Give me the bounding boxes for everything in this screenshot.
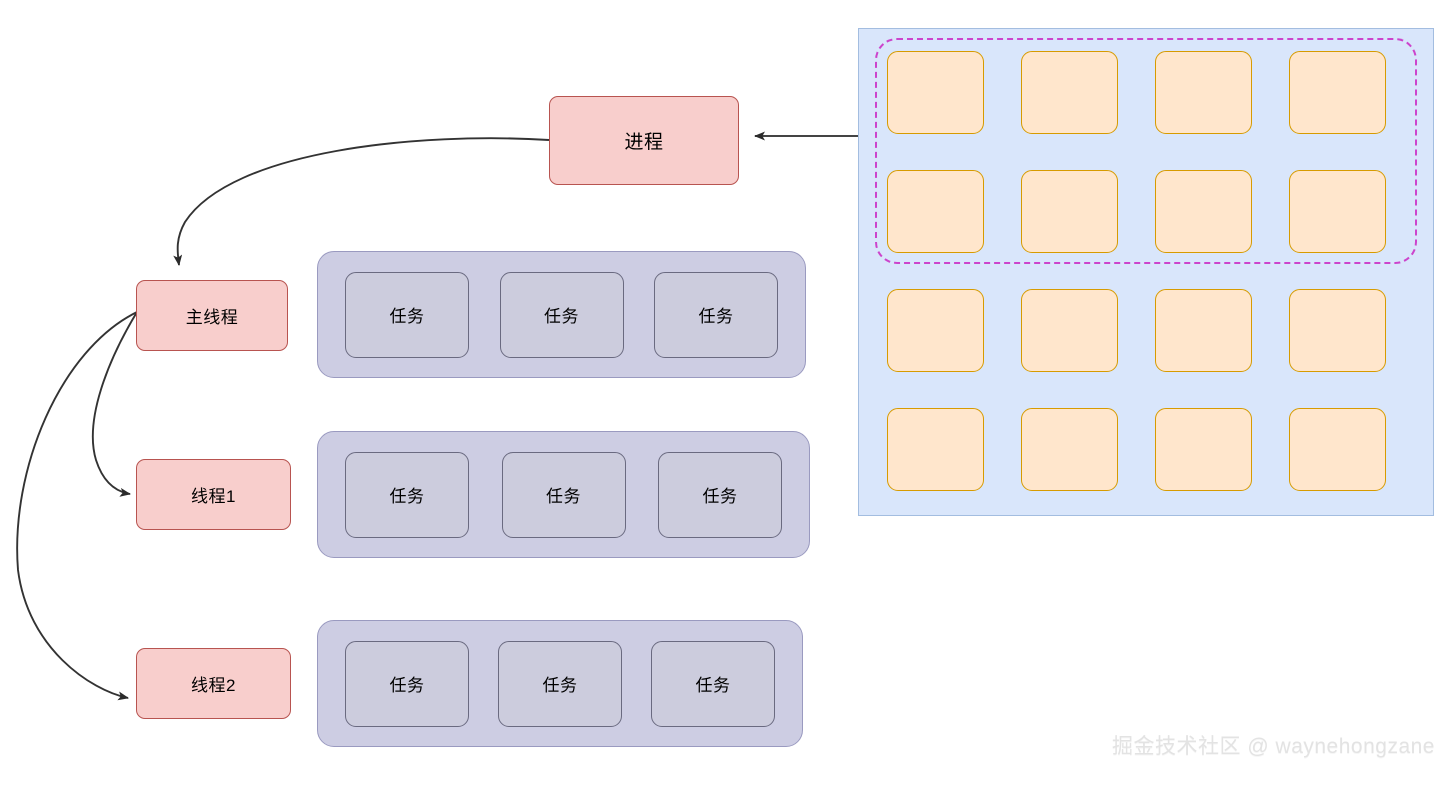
edge-main-thread-to-thread2 (16, 311, 138, 701)
task-box[interactable]: 任务 (651, 640, 775, 727)
memory-cell[interactable] (1289, 408, 1386, 491)
node-thread1[interactable]: 线程1 (136, 459, 291, 530)
memory-cell[interactable] (887, 170, 984, 253)
task-label: 任务 (546, 487, 581, 506)
task-box[interactable]: 任务 (658, 451, 782, 538)
memory-cell[interactable] (1021, 51, 1118, 134)
memory-cell[interactable] (1021, 170, 1118, 253)
task-label: 任务 (698, 307, 734, 326)
task-queue-thread2: 任务 任务 任务 (317, 620, 803, 747)
task-label: 任务 (389, 487, 425, 506)
task-label: 任务 (389, 676, 425, 695)
node-process-label: 进程 (624, 132, 664, 153)
node-thread1-label: 线程1 (191, 487, 236, 506)
task-box[interactable]: 任务 (345, 451, 469, 538)
memory-cell[interactable] (1289, 51, 1386, 134)
edge-main-thread-to-thread1 (91, 311, 138, 497)
task-label: 任务 (544, 307, 579, 326)
memory-cell[interactable] (1021, 408, 1118, 491)
task-box[interactable]: 任务 (345, 640, 469, 727)
node-thread2[interactable]: 线程2 (136, 648, 291, 719)
memory-cell[interactable] (887, 289, 984, 372)
edge-process-to-main-thread (173, 137, 550, 266)
memory-cell[interactable] (1021, 289, 1118, 372)
memory-cell[interactable] (1155, 51, 1252, 134)
memory-cell[interactable] (1155, 170, 1252, 253)
task-box[interactable]: 任务 (654, 271, 778, 358)
node-process[interactable]: 进程 (549, 96, 739, 185)
node-main-thread[interactable]: 主线程 (136, 280, 288, 351)
memory-cell[interactable] (1155, 408, 1252, 491)
task-label: 任务 (389, 307, 425, 326)
task-box[interactable]: 任务 (501, 451, 626, 538)
memory-cell[interactable] (1155, 289, 1252, 372)
task-queue-thread1: 任务 任务 任务 (317, 431, 810, 558)
task-queue-main-thread: 任务 任务 任务 (317, 251, 806, 378)
memory-cell[interactable] (887, 408, 984, 491)
task-box[interactable]: 任务 (498, 640, 622, 727)
node-thread2-label: 线程2 (191, 676, 236, 695)
task-box[interactable]: 任务 (345, 271, 469, 358)
task-box[interactable]: 任务 (499, 271, 624, 358)
task-label: 任务 (695, 676, 731, 695)
watermark: 掘金技术社区 @ waynehongzane (1112, 735, 1435, 758)
memory-cell[interactable] (1289, 170, 1386, 253)
task-label: 任务 (702, 487, 738, 506)
task-label: 任务 (542, 676, 578, 695)
memory-panel (858, 28, 1434, 516)
memory-cell[interactable] (887, 51, 984, 134)
memory-cell[interactable] (1289, 289, 1386, 372)
node-main-thread-label: 主线程 (185, 308, 239, 327)
